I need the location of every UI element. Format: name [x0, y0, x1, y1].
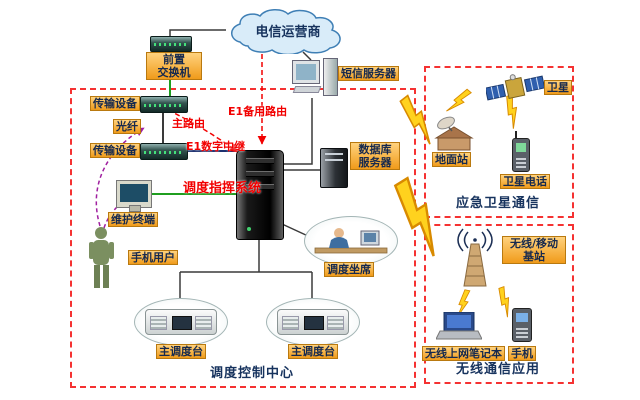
base-station-label: 无线/移动 基站 — [502, 236, 566, 264]
satellite-comm-box — [424, 66, 574, 218]
dispatch-seat-label: 调度坐席 — [324, 262, 374, 277]
satellite-region-title: 应急卫星通信 — [456, 196, 541, 211]
db-server-label-line2: 服务器 — [358, 156, 392, 169]
base-station-icon — [457, 228, 493, 287]
ground-station-label: 地面站 — [432, 152, 471, 167]
wireless-app-box — [424, 224, 574, 384]
sms-server-label: 短信服务器 — [338, 66, 399, 81]
e1-trunk-label: E1数字中继 — [186, 140, 246, 153]
ground-station-icon — [434, 116, 474, 151]
line-user-maintenance — [103, 199, 127, 229]
mobile-phone-icon — [512, 308, 532, 342]
line-cloud-switch — [169, 29, 226, 36]
mobile-phone-label: 手机 — [508, 346, 536, 361]
line-sms-tower — [284, 98, 313, 165]
cloud-icon — [231, 9, 341, 54]
satellite-phone-icon — [512, 131, 530, 172]
lightning-icon — [387, 176, 453, 259]
operator-desk-icon — [314, 228, 388, 254]
lightning-icon — [445, 86, 473, 117]
transmission-b-icon — [140, 143, 188, 160]
e1-backup-route-label: E1备用路由 — [228, 105, 288, 118]
main-route-label: 主路由 — [172, 117, 205, 130]
transmission-a-icon — [140, 96, 188, 113]
transmission-a-label: 传输设备 — [90, 96, 140, 111]
control-center-title: 调度控制中心 — [210, 366, 295, 381]
wireless-region-title: 无线通信应用 — [456, 362, 541, 377]
phone-user-icon — [89, 227, 114, 288]
satellite-label: 卫星 — [544, 80, 572, 95]
front-switch-label-line2: 交换机 — [157, 66, 191, 79]
front-switch-label: 前置 交换机 — [146, 52, 202, 80]
db-server-label: 数据库 服务器 — [350, 142, 400, 170]
console-left-label: 主调度台 — [156, 344, 206, 359]
satellite-icon — [486, 74, 544, 101]
wireless-laptop-label: 无线上网笔记本 — [422, 346, 505, 361]
maintenance-terminal-label: 维护终端 — [108, 212, 158, 227]
db-server-label-line1: 数据库 — [358, 143, 392, 156]
front-switch-icon — [150, 36, 192, 52]
line-user-transmission — [95, 127, 145, 227]
transmission-b-label: 传输设备 — [90, 143, 140, 158]
front-switch-label-line1: 前置 — [163, 53, 185, 66]
satellite-phone-label: 卫星电话 — [500, 174, 550, 189]
dispatch-server-icon — [236, 150, 284, 240]
control-center-box — [70, 88, 416, 388]
base-station-label-line1: 无线/移动 — [509, 237, 559, 250]
phone-user-label: 手机用户 — [128, 250, 178, 265]
base-station-label-line2: 基站 — [523, 250, 545, 263]
laptop-icon — [436, 312, 482, 340]
dispatch-system-label: 调度指挥系统 — [183, 181, 262, 196]
line-tower-seat — [281, 223, 309, 237]
maintenance-terminal-icon — [116, 180, 152, 212]
telecom-operator-label: 电信运营商 — [255, 25, 321, 40]
db-server-icon — [320, 148, 348, 188]
line-cloud-sms — [302, 51, 312, 61]
console-left-icon — [134, 298, 228, 346]
console-right-icon — [266, 298, 360, 346]
console-right-label: 主调度台 — [288, 344, 338, 359]
fiber-label: 光纤 — [113, 119, 141, 134]
dispatch-seat-icon — [304, 216, 398, 266]
line-main-route — [167, 109, 239, 153]
sms-server-icon — [292, 58, 338, 98]
